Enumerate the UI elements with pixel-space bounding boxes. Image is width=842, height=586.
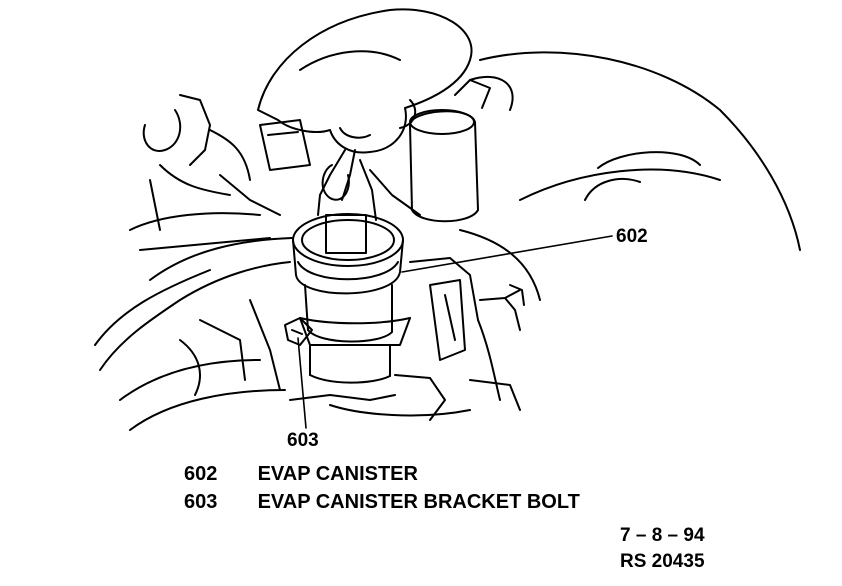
callout-603: 603	[287, 430, 319, 451]
hand-drawing	[257, 8, 473, 154]
connector-wires	[317, 149, 421, 221]
legend-number: 602	[184, 463, 218, 485]
engine-components	[94, 51, 801, 431]
legend-number: 603	[184, 491, 218, 513]
figure-date: 7 – 8 – 94	[620, 525, 705, 546]
evap-canister-drawing	[292, 213, 411, 384]
leader-line-602	[401, 235, 613, 273]
legend-label: EVAP CANISTER BRACKET BOLT	[257, 491, 580, 513]
legend-row: 602 EVAP CANISTER	[184, 463, 418, 486]
leader-lines	[297, 235, 613, 429]
leader-line-603	[297, 337, 307, 429]
canister-bracket-drawing	[284, 317, 411, 346]
callout-602: 602	[616, 226, 648, 247]
legend-label: EVAP CANISTER	[257, 463, 418, 485]
figure-reference: RS 20435	[620, 551, 705, 572]
legend-row: 603 EVAP CANISTER BRACKET BOLT	[184, 491, 580, 514]
